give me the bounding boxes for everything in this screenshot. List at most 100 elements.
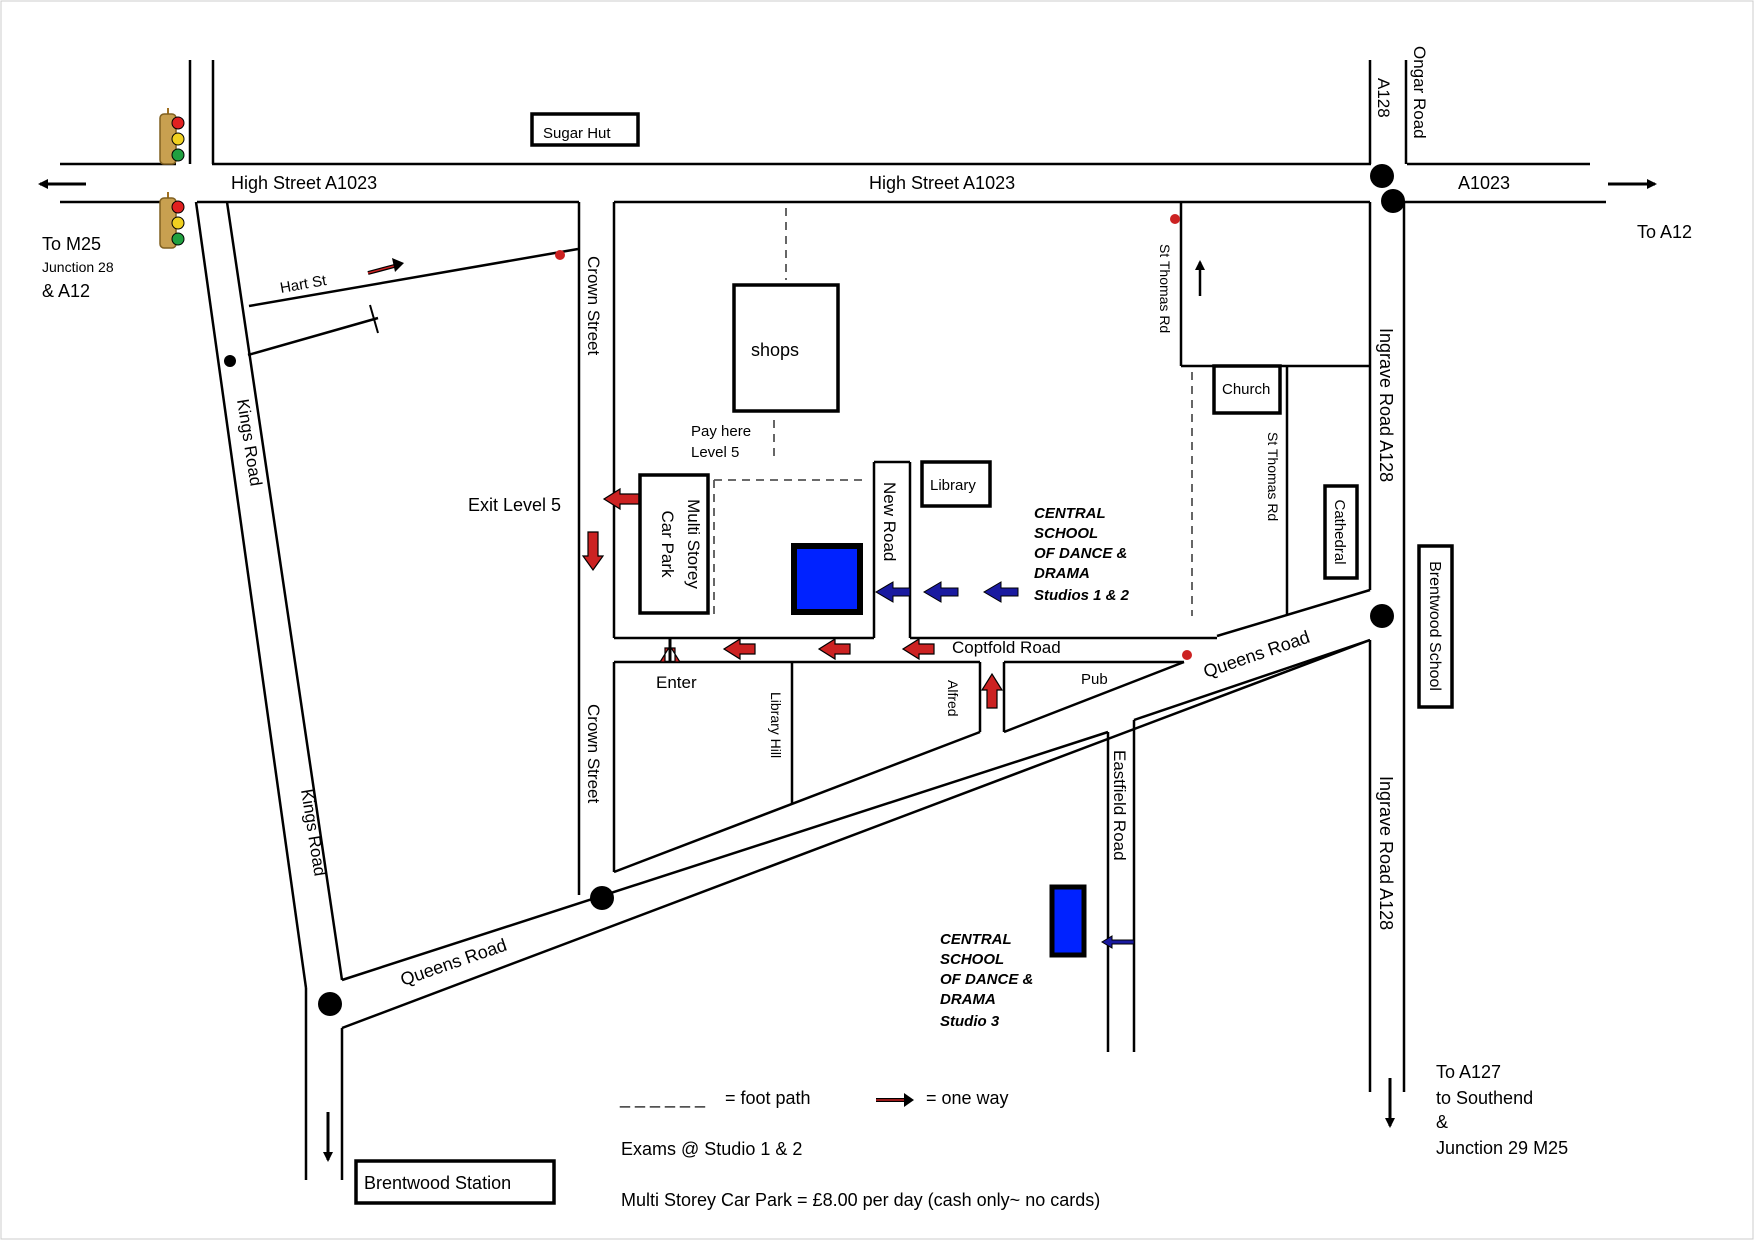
ongar-road-label: Ongar Road [1410,46,1429,139]
to-a127-label: To A127 [1436,1062,1501,1082]
sugar-hut-box [530,112,640,147]
studio-1-2-line-1: CENTRAL [1034,505,1106,522]
high-street-east-label: High Street A1023 [869,173,1015,193]
arrow-alfred-up [980,672,1004,709]
brentwood-school-label: Brentwood School [1426,561,1443,691]
roundabout-queens-ingrave [1370,604,1394,628]
high-street-west-label: High Street A1023 [231,173,377,193]
st-thomas-rd-south-label: St Thomas Rd [1265,432,1281,521]
studio-3-building [1049,884,1087,958]
red-one-way-arrows [581,487,1004,709]
brentwood-station-label: Brentwood Station [364,1173,511,1193]
pay-here-label: Pay here [691,423,751,440]
studio-1-2-line-5: Studios 1 & 2 [1034,587,1130,604]
studio-3-label: CENTRAL SCHOOL OF DANCE & DRAMA Studio 3 [940,931,1033,1030]
library-hill-label: Library Hill [768,692,784,758]
blue-arrows [875,581,1135,949]
car-park-label-1: Multi Storey [684,499,703,589]
kings-road-east-kerb [225,201,344,981]
sugar-hut-label: Sugar Hut [543,125,611,142]
legend-exams-note: Exams @ Studio 1 & 2 [621,1139,802,1159]
hart-st-one-way-arrow [367,258,404,275]
pub-label: Pub [1081,671,1108,688]
a1023-label: A1023 [1458,173,1510,193]
place-labels: Exit Level 5 Enter Pub CENTRAL SCHOOL OF… [42,222,1692,1158]
alfred-label: Alfred [945,680,961,717]
traffic-light-top-green [171,148,185,162]
traffic-light-top [159,108,185,165]
red-dot-st-thomas [1170,214,1180,224]
library-label: Library [930,477,976,494]
queens-road-south-kerb [341,638,1371,1030]
roundabout-kings-queens [318,992,342,1016]
church-box [1212,364,1282,415]
red-dot-hart-st [555,250,565,260]
queens-road-north-kerb-east [1216,588,1371,638]
roundabout-high-street-east-a [1370,164,1394,188]
studio-1-2-line-4: DRAMA [1034,565,1090,582]
legend-one-way-label: = one way [926,1088,1009,1108]
cathedral-label: Cathedral [1331,499,1348,564]
traffic-light-top-red [171,116,185,130]
studio-3-line-5: Studio 3 [940,1013,1000,1030]
library-box [920,460,992,508]
new-road-label: New Road [880,482,899,561]
blue-arrow-2 [923,581,959,603]
footpaths [713,208,1193,616]
exit-level-5-label: Exit Level 5 [468,495,561,515]
arrow-exit-level-5 [602,487,640,511]
road-labels: High Street A1023 High Street A1023 A102… [231,46,1510,990]
to-southend-label: to Southend [1436,1088,1533,1108]
legend-footpath-label: = foot path [725,1088,811,1108]
library-hill-south-kerb [613,730,981,874]
junction-dot-kings-road [224,355,236,367]
hart-st-arrow-head [392,258,404,272]
brentwood-station-box [354,1159,556,1205]
legend-one-way-arrow-head [904,1093,914,1107]
kings-road-west-kerb [194,201,308,989]
crown-street-north-label: Crown Street [584,256,603,355]
studio-1-2-line-2: SCHOOL [1034,525,1098,542]
queens-road-south-kerb-east [1133,638,1371,722]
buildings: Sugar Hut shops Pay here Level 5 Multi S… [354,112,1454,1205]
queens-road-north-kerb-west [341,730,1109,982]
hart-st-arrow-inner [367,264,399,274]
arrow-enter-head [658,644,682,663]
shops-label: shops [751,340,799,360]
legend-parking-note: Multi Storey Car Park = £8.00 per day (c… [621,1190,1100,1210]
roundabouts [224,164,1405,1016]
pub-south-kerb [1003,660,1185,734]
arrow-crown-street-down [581,531,605,572]
legend-footpath-symbol: _ _ _ _ _ _ [619,1088,706,1109]
traffic-light-top-amber [171,132,185,146]
blue-arrow-1 [875,581,911,603]
roundabout-crown-queens [590,886,614,910]
roundabout-high-street-east-b [1381,189,1405,213]
direction-arrows [38,179,1657,1162]
ampersand-label: & [1436,1112,1448,1132]
junction-29-label: Junction 29 M25 [1436,1138,1568,1158]
eastfield-road-label: Eastfield Road [1110,750,1129,861]
ingrave-road-south-label: Ingrave Road A128 [1376,776,1396,930]
hart-st-north-kerb [248,247,579,308]
studio-3-line-2: SCHOOL [940,951,1004,968]
to-m25-label: To M25 [42,234,101,254]
arrow-coptfold-3 [901,637,935,661]
shops-box [732,283,840,413]
red-dot-queens-road [1182,650,1192,660]
a128-north-label: A128 [1374,78,1393,118]
traffic-light-bottom [159,192,185,249]
studio-3-line-4: DRAMA [940,991,996,1008]
coptfold-road-label: Coptfold Road [952,638,1061,657]
studio-1-2-line-3: OF DANCE & [1034,545,1127,562]
studio-1-2-label: CENTRAL SCHOOL OF DANCE & DRAMA Studios … [1034,505,1130,604]
multi-storey-car-park-box [638,473,710,615]
brentwood-school-box [1417,544,1454,709]
junction-28-label: Junction 28 [42,259,114,275]
traffic-light-bottom-red [171,200,185,214]
pay-here-level-label: Level 5 [691,444,739,461]
kings-road-north-label: Kings Road [233,398,266,488]
blue-arrow-3 [983,581,1019,603]
